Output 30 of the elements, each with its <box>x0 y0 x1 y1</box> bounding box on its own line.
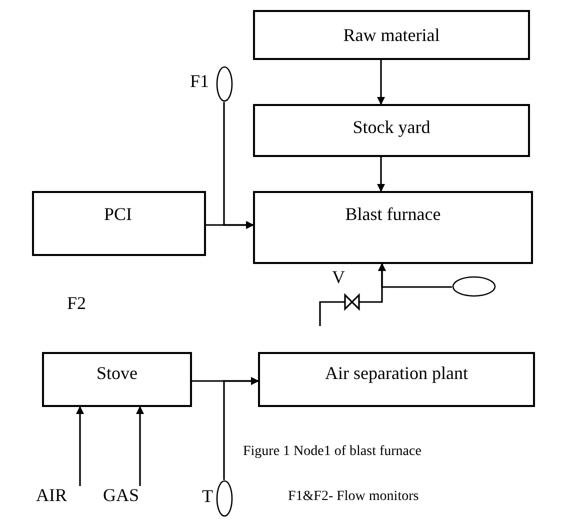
input-label: AIR <box>36 486 82 508</box>
process-box <box>253 104 530 157</box>
process-box <box>258 352 535 407</box>
flow-arrow <box>223 102 254 229</box>
flow-arrow <box>378 263 452 288</box>
flow-monitor-icon <box>452 276 496 297</box>
monitor-label: T <box>202 487 213 507</box>
legend-note: F1&F2- Flow monitors <box>288 489 419 504</box>
flow-arrow <box>377 157 385 192</box>
process-box <box>253 10 530 60</box>
flow-monitor-icon <box>216 66 233 102</box>
monitor-label: F1 <box>190 72 210 92</box>
process-box <box>42 352 192 407</box>
box-label: Air separation plant <box>324 364 469 384</box>
process-box <box>32 191 206 256</box>
flow-arrow <box>76 406 84 486</box>
input-label: GAS <box>103 486 153 508</box>
flow-monitor-icon <box>216 480 233 517</box>
box-label: Stove <box>95 364 138 384</box>
flow-arrow <box>377 60 385 105</box>
symbol-label: F2 <box>67 294 86 314</box>
box-label: Stock yard <box>352 118 432 138</box>
flow-arrow <box>223 377 259 480</box>
box-label: Raw material <box>342 26 441 46</box>
symbol-label: V <box>332 268 345 288</box>
flow-arrow <box>136 406 144 486</box>
box-label: PCI <box>104 205 132 225</box>
process-box <box>253 191 533 264</box>
box-label: Blast furnace <box>344 205 442 225</box>
figure-caption: Figure 1 Node1 of blast furnace <box>243 444 422 460</box>
